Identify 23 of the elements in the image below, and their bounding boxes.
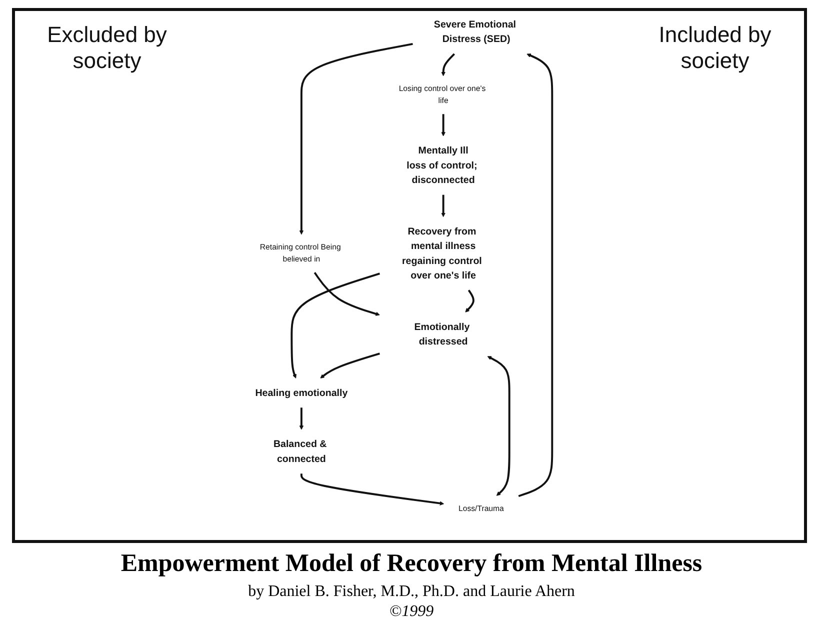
arrow (314, 272, 380, 316)
arrow (299, 408, 304, 430)
side-label: Excluded by society (46, 22, 168, 74)
arrow (518, 54, 554, 498)
arrow (441, 194, 446, 218)
arrow (465, 290, 474, 312)
node-text: Emotionally distressed (414, 322, 470, 347)
arrow (441, 114, 446, 136)
arrow (299, 42, 413, 235)
node-text: Severe Emotional Distress (SED) (434, 19, 516, 45)
arrow (320, 352, 380, 378)
side-label: Included by society (658, 22, 772, 74)
title: Empowerment Model of Recovery from Mental Illness (120, 550, 704, 578)
node-text: Healing emotionally (255, 388, 348, 398)
node-text: Mentally Ill loss of control; disconnected (406, 145, 478, 186)
arrow (290, 272, 380, 378)
arrow (300, 474, 444, 506)
node-text: Balanced & connected (273, 438, 327, 464)
node-text: Recovery from mental illness regaining control over one's life (402, 226, 482, 281)
arrow (487, 356, 510, 496)
arrow (441, 53, 455, 76)
copyright-note: ©1999 (388, 603, 435, 621)
caption: by Daniel B. Fisher, M.D., Ph.D. and Laurie Ahern (247, 583, 576, 601)
